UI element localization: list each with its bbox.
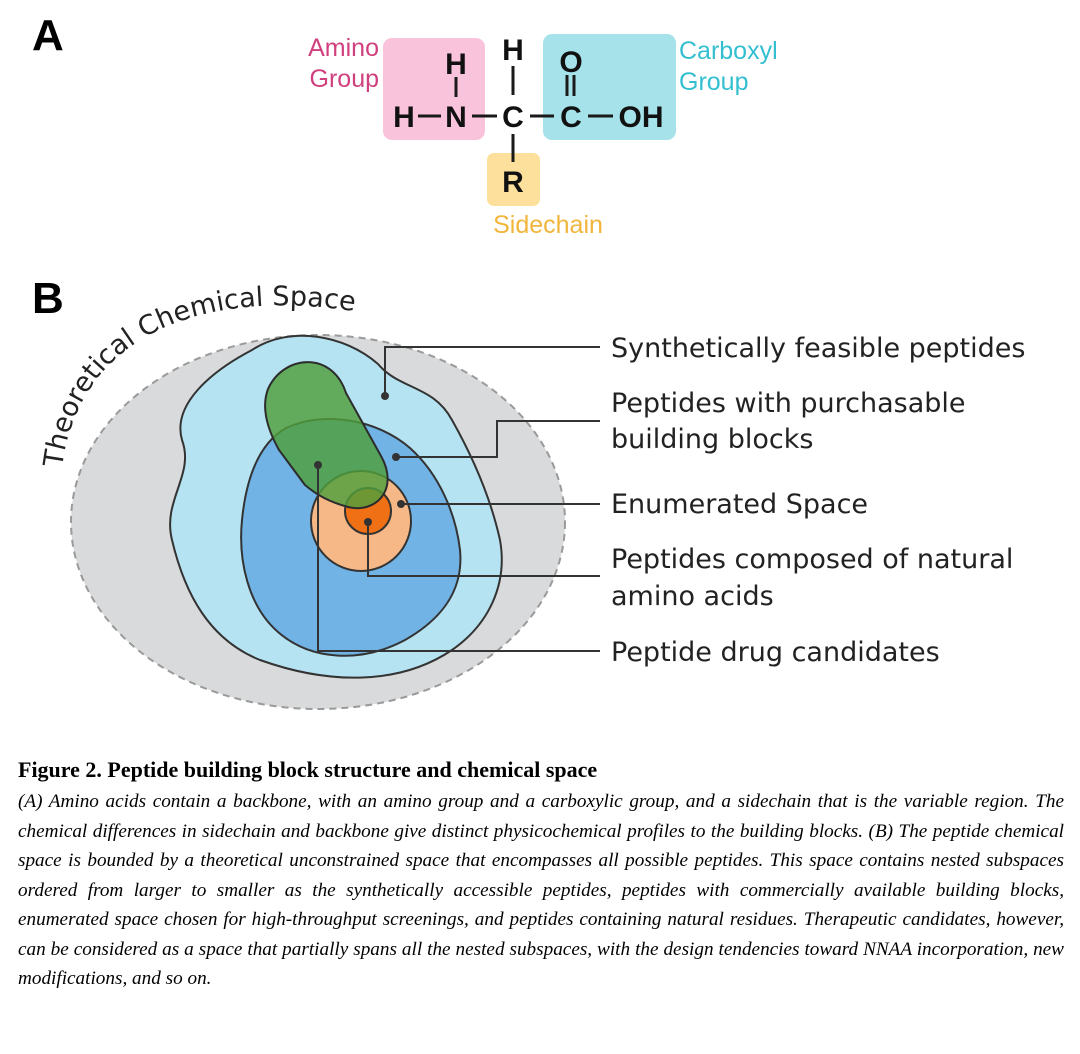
figure-caption: Figure 2. Peptide building block structu… xyxy=(18,756,1064,994)
label-purchasable: Peptides with purchasable xyxy=(611,388,966,419)
drug-candidates-region xyxy=(264,361,389,510)
amino-group-label: Group xyxy=(310,65,379,93)
atom-h-amino-left: H xyxy=(393,101,415,134)
leader-dot-natural xyxy=(364,518,372,526)
caption-body: (A) Amino acids contain a backbone, with… xyxy=(18,791,1064,989)
leader-natural xyxy=(367,522,600,577)
leader-dot-synthetic xyxy=(381,392,389,400)
sidechain-box xyxy=(487,153,540,206)
carboxyl-group-box xyxy=(543,34,676,140)
label-drug: Peptide drug candidates xyxy=(611,637,940,668)
caption-title: Figure 2. Peptide building block structu… xyxy=(18,757,598,782)
figure-2-graphic: A Amino Group Carboxyl Group Sidechain H… xyxy=(32,11,1025,710)
panel-b-label: B xyxy=(32,274,64,323)
carboxyl-group-label: Carboxyl xyxy=(679,37,778,65)
carboxyl-group-label: Group xyxy=(679,68,748,96)
sidechain-label: Sidechain xyxy=(493,211,603,239)
leader-purchasable xyxy=(396,420,600,458)
leader-dot-drug xyxy=(314,461,322,469)
leader-dot-purchasable xyxy=(392,453,400,461)
amino-group-box xyxy=(383,38,485,140)
atom-h-amino-top: H xyxy=(445,48,467,81)
amino-group-label: Amino xyxy=(308,34,379,62)
leader-synthetic xyxy=(384,346,600,396)
atom-c-carboxyl: C xyxy=(560,101,582,134)
panel-a-label: A xyxy=(32,11,64,60)
atom-r: R xyxy=(502,166,524,199)
label-synthetic: Synthetically feasible peptides xyxy=(611,333,1025,364)
atom-o-carbonyl: O xyxy=(559,46,582,79)
label-enumerated: Enumerated Space xyxy=(611,489,868,520)
atom-h-alpha: H xyxy=(502,34,524,67)
label-natural: amino acids xyxy=(611,581,774,612)
atom-c-alpha: C xyxy=(502,101,524,134)
atom-n: N xyxy=(445,101,467,134)
leader-drug xyxy=(317,465,600,652)
label-purchasable: building blocks xyxy=(611,424,813,455)
leader-dot-enumerated xyxy=(397,500,405,508)
label-natural: Peptides composed of natural xyxy=(611,544,1013,575)
atom-oh: OH xyxy=(619,101,664,134)
